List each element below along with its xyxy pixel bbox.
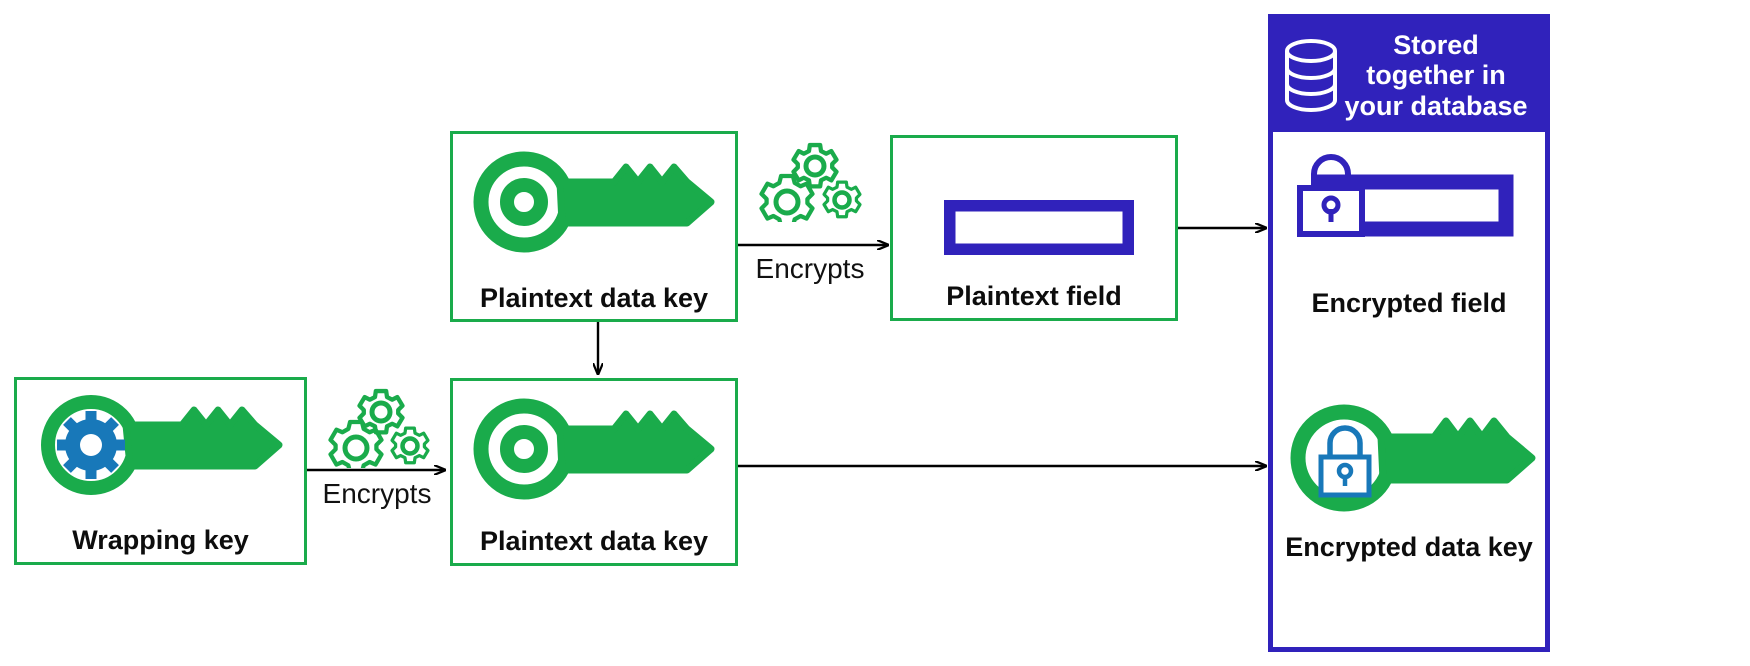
database-header-line-3: your database [1344, 90, 1528, 121]
plaintext-field-caption: Plaintext field [946, 281, 1122, 311]
key-icon-top [468, 146, 722, 258]
database-header: Stored together in your database [1273, 19, 1545, 132]
edge-label-encrypts-top: Encrypts [755, 253, 865, 284]
edge-label-encrypts-bottom: Encrypts [322, 478, 432, 509]
key-icon-bottom [468, 393, 722, 505]
gears-icon-bottom [326, 388, 434, 475]
gears-icon-top [757, 140, 865, 229]
database-cylinder-icon [1281, 38, 1341, 114]
field-rectangle-icon [940, 196, 1138, 259]
plaintext-data-key-top-caption: Plaintext data key [479, 283, 709, 313]
locked-field-icon [1296, 146, 1514, 264]
key-with-gear-icon [34, 390, 292, 500]
encrypted-data-key-caption: Encrypted data key [1285, 532, 1533, 562]
database-header-line-1: Stored [1393, 30, 1479, 61]
key-with-lock-icon [1282, 398, 1544, 518]
wrapping-key-caption: Wrapping key [72, 525, 249, 555]
encrypted-field-caption: Encrypted field [1311, 288, 1507, 318]
database-header-line-2: together in [1366, 60, 1506, 91]
database-header-text: Stored together in your database [1333, 30, 1545, 121]
plaintext-data-key-bottom-caption: Plaintext data key [479, 526, 709, 556]
